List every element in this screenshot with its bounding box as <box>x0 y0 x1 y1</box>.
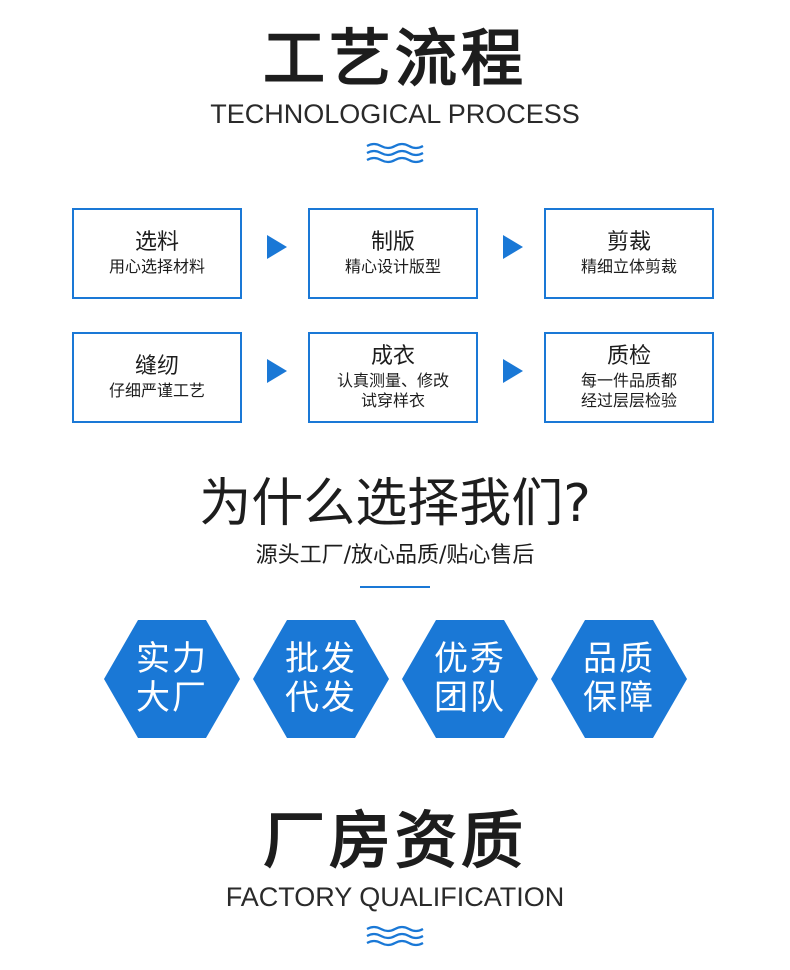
step-desc: 精心设计版型 <box>344 256 441 276</box>
feature-hexagon: 品质 保障 <box>551 620 687 738</box>
step-desc: 用心选择材料 <box>108 256 205 276</box>
process-step-sewing: 缝纫 仔细严谨工艺 <box>72 332 242 423</box>
process-step-select-material: 选料 用心选择材料 <box>72 208 242 299</box>
process-step-pattern: 制版 精心设计版型 <box>308 208 478 299</box>
step-title: 质检 <box>606 344 651 370</box>
why-subtitle: 源头工厂/放心品质/贴心售后 <box>255 543 535 568</box>
feature-line: 团队 <box>434 678 506 718</box>
step-desc: 试穿样衣 <box>360 390 425 410</box>
arrow-right-icon <box>267 359 287 383</box>
feature-line: 实力 <box>136 638 208 679</box>
arrow-right-icon <box>503 235 523 259</box>
feature-hexagon: 实力 大厂 <box>104 620 240 738</box>
feature-line: 代发 <box>285 678 357 718</box>
why-title: 为什么选择我们? <box>199 474 591 534</box>
process-step-inspection: 质检 每一件品质都 经过层层检验 <box>544 332 714 423</box>
feature-hexagon: 批发 代发 <box>253 620 389 738</box>
step-title: 选料 <box>134 230 179 256</box>
step-desc: 经过层层检验 <box>580 390 677 410</box>
feature-line: 保障 <box>583 678 655 718</box>
step-title: 制版 <box>370 230 415 256</box>
step-desc: 每一件品质都 <box>580 370 677 390</box>
step-desc: 仔细严谨工艺 <box>108 380 205 400</box>
feature-line: 优秀 <box>434 638 506 679</box>
process-step-garment: 成衣 认真测量、修改 试穿样衣 <box>308 332 478 423</box>
process-subtitle: TECHNOLOGICAL PROCESS <box>210 99 580 129</box>
step-title: 缝纫 <box>134 354 179 380</box>
step-desc: 精细立体剪裁 <box>580 256 677 276</box>
feature-hexagon: 优秀 团队 <box>402 620 538 738</box>
step-title: 成衣 <box>370 344 415 370</box>
process-title: 工艺流程 <box>262 22 527 95</box>
divider <box>360 586 430 588</box>
arrow-right-icon <box>267 235 287 259</box>
factory-title: 厂房资质 <box>262 804 527 877</box>
step-title: 剪裁 <box>606 230 651 256</box>
step-desc: 认真测量、修改 <box>336 370 449 390</box>
wave-icon <box>366 142 424 164</box>
arrow-right-icon <box>503 359 523 383</box>
wave-icon <box>366 925 424 947</box>
feature-line: 品质 <box>583 638 655 679</box>
feature-line: 批发 <box>285 638 357 679</box>
factory-subtitle: FACTORY QUALIFICATION <box>225 882 565 912</box>
process-step-cutting: 剪裁 精细立体剪裁 <box>544 208 714 299</box>
feature-line: 大厂 <box>136 678 208 718</box>
